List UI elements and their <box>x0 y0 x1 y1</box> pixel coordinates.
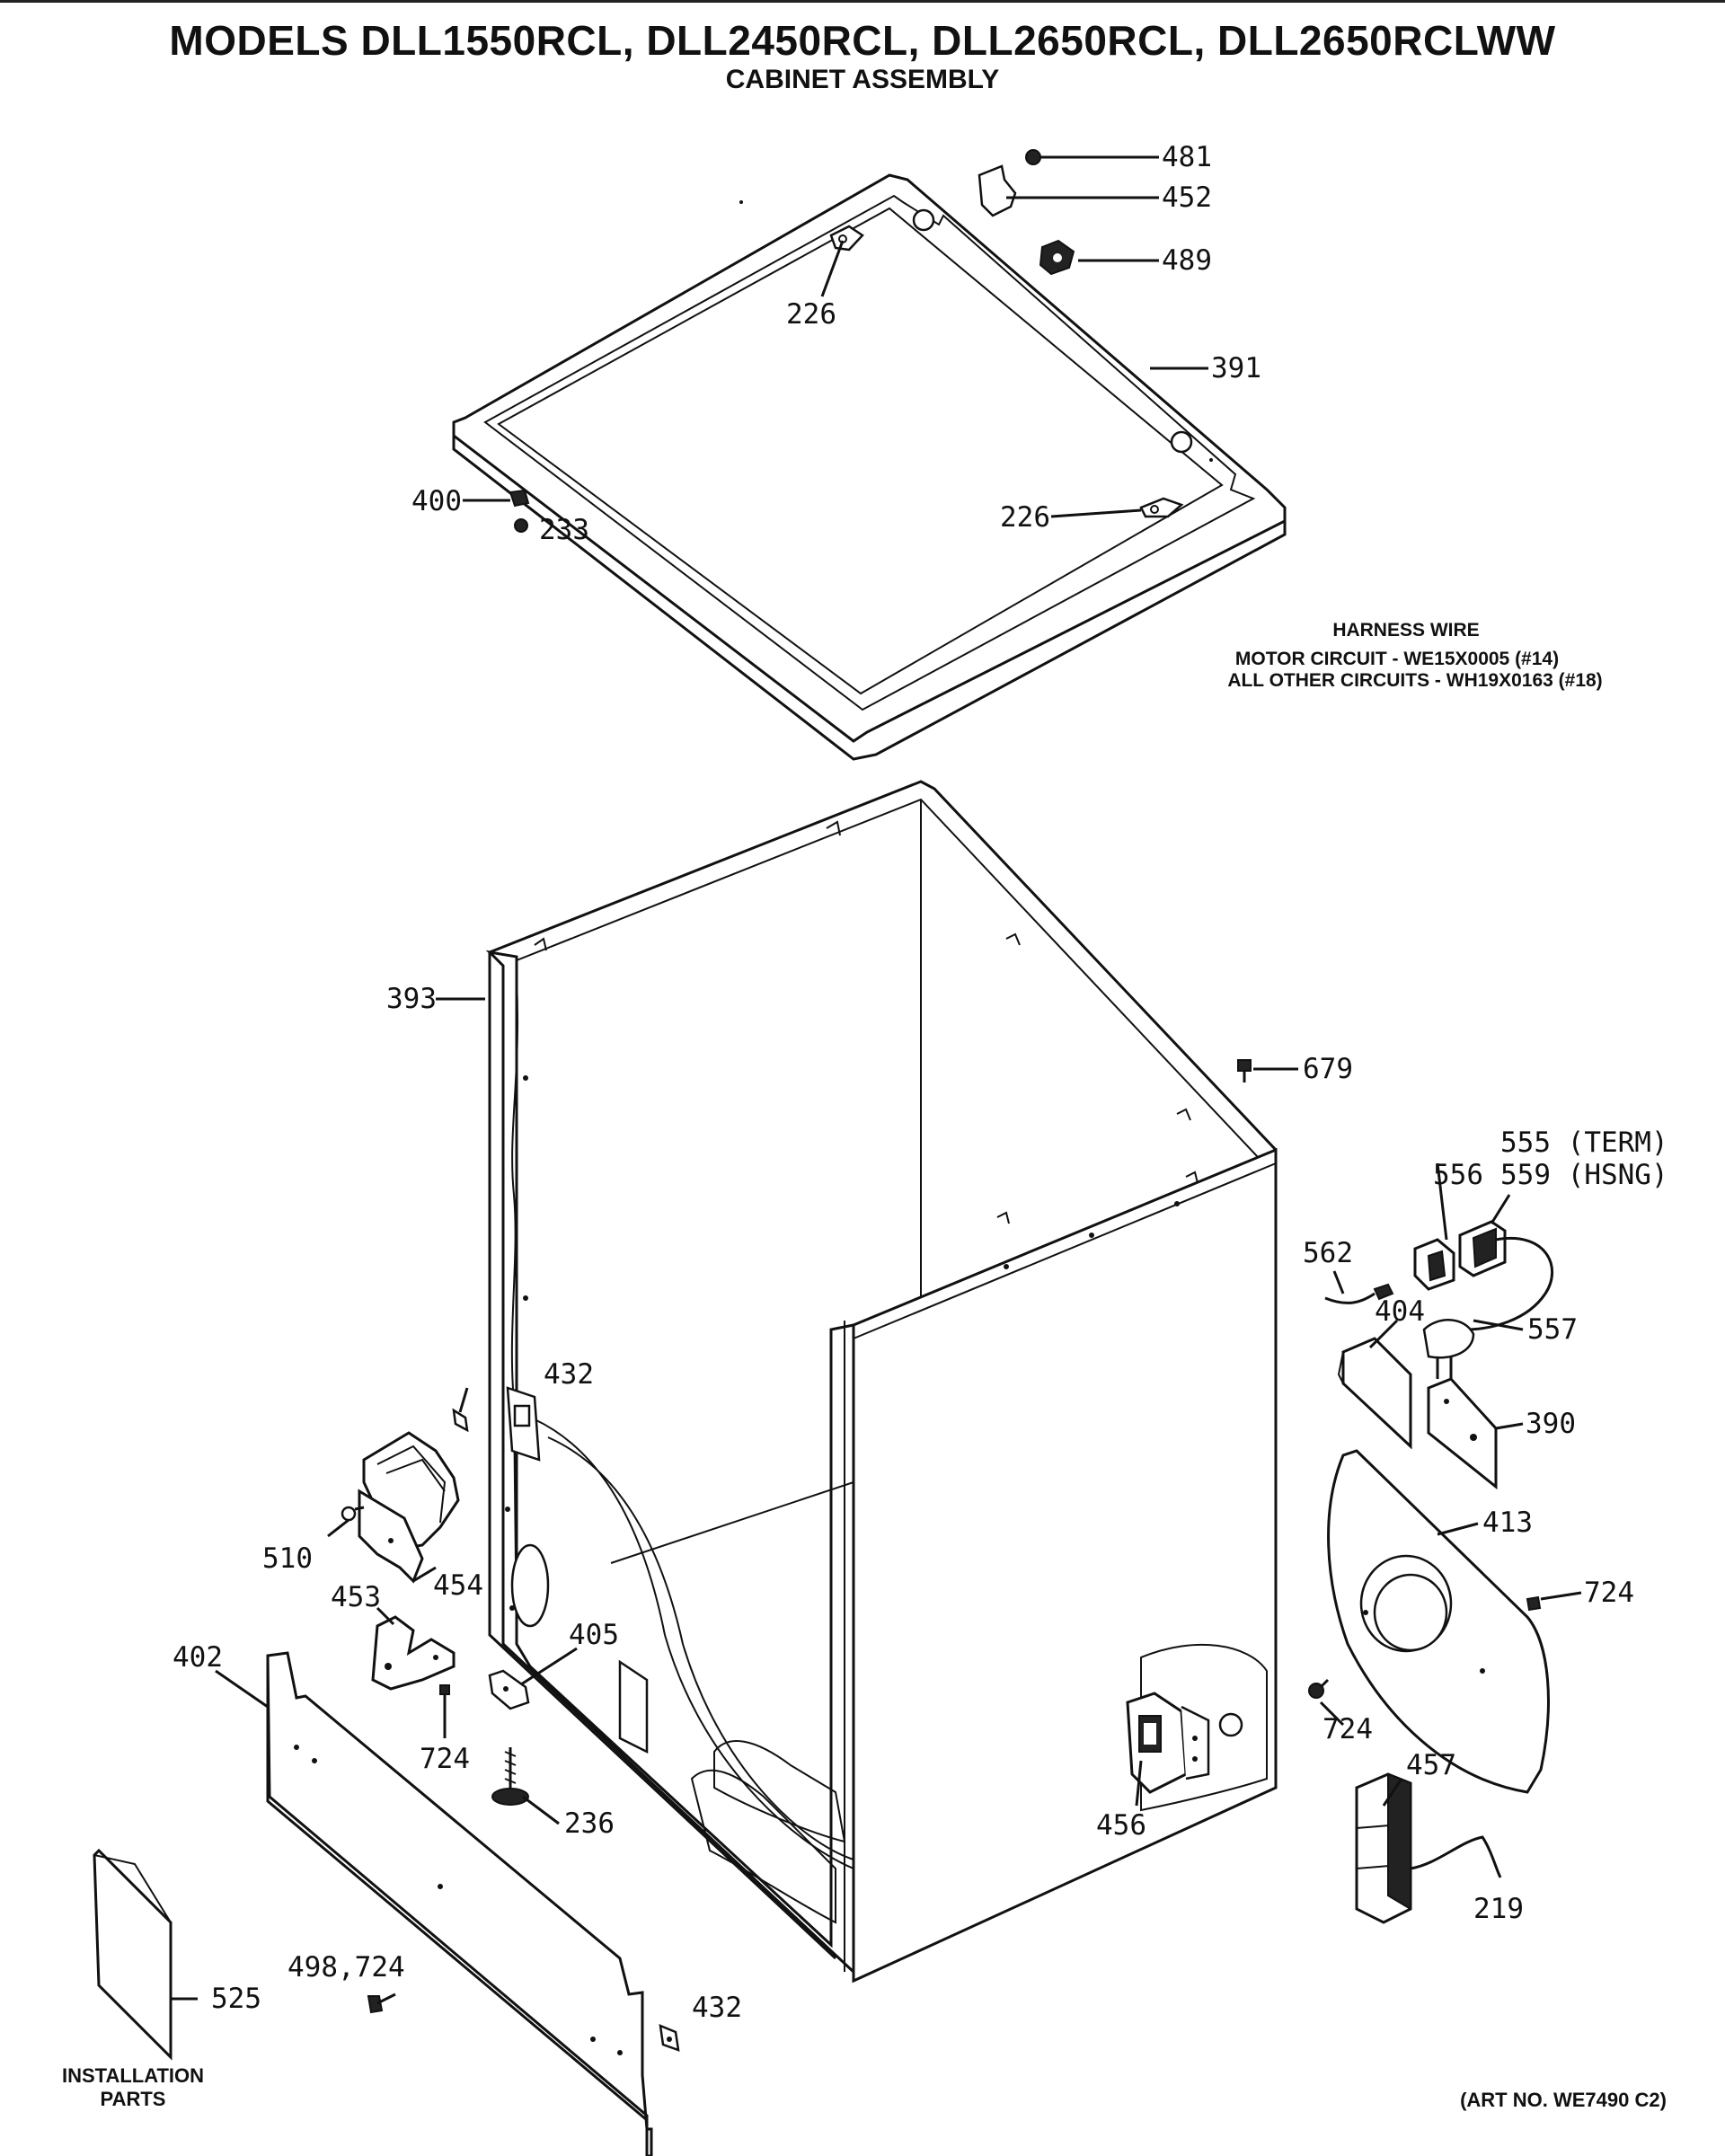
installation-envelope <box>93 1848 198 2061</box>
callout-489: 489 <box>1162 244 1212 277</box>
callout-724-mid: 724 <box>420 1743 470 1775</box>
callout-404: 404 <box>1375 1295 1425 1328</box>
callout-498-724: 498,724 <box>288 1951 405 1984</box>
art-number: (ART NO. WE7490 C2) <box>1460 2089 1667 2111</box>
clip-432-upper <box>452 1408 469 1433</box>
power-cord-557 <box>1422 1237 1554 1379</box>
callout-405: 405 <box>569 1619 619 1651</box>
callout-724-right: 724 <box>1584 1577 1634 1609</box>
wire-562 <box>1324 1283 1394 1304</box>
terminal-block-457 <box>1355 1772 1412 1924</box>
callout-559: 559 (HSNG) <box>1500 1159 1668 1191</box>
callout-391: 391 <box>1211 352 1261 384</box>
callout-457: 457 <box>1406 1749 1456 1781</box>
callout-453: 453 <box>331 1581 381 1613</box>
callout-557: 557 <box>1527 1313 1578 1346</box>
harness-line-2: ALL OTHER CIRCUITS - WH19X0163 (#18) <box>1227 670 1602 691</box>
bracket-405 <box>488 1669 530 1710</box>
harness-wire-note: HARNESS WIRE MOTOR CIRCUIT - WE15X0005 (… <box>1227 620 1602 691</box>
callout-390: 390 <box>1526 1408 1576 1440</box>
rear-panel-413 <box>1327 1449 1550 1794</box>
nut-400 <box>509 489 530 508</box>
screw-679 <box>1237 1059 1252 1082</box>
screw-724-mid <box>439 1684 450 1738</box>
callout-724-lower: 724 <box>1322 1713 1373 1745</box>
callout-labels: 481 452 489 226 391 400 233 226 393 679 … <box>172 141 1668 2024</box>
page-title: MODELS DLL1550RCL, DLL2450RCL, DLL2650RC… <box>169 17 1556 64</box>
hinge-453 <box>371 1615 456 1691</box>
terminal-housing-559 <box>1458 1220 1507 1277</box>
screw-498-724 <box>367 1993 396 2014</box>
harness-heading: HARNESS WIRE <box>1332 620 1479 641</box>
header: MODELS DLL1550RCL, DLL2450RCL, DLL2650RC… <box>0 16 1725 95</box>
callout-226-top: 226 <box>786 298 836 331</box>
clip-432-lower <box>659 2024 680 2052</box>
clip-489 <box>1039 239 1075 276</box>
callout-226-right: 226 <box>1000 501 1050 534</box>
bracket-390 <box>1427 1377 1498 1490</box>
door-latch-assembly-454 <box>358 1431 460 1584</box>
page-subtitle: CABINET ASSEMBLY <box>725 65 1000 94</box>
callout-556: 556 <box>1433 1159 1483 1191</box>
screw-481 <box>1025 149 1051 165</box>
installation-parts-label-2: PARTS <box>101 2088 166 2110</box>
callout-413: 413 <box>1482 1507 1533 1539</box>
kick-panel <box>266 1651 653 2156</box>
top-cover <box>452 173 1287 761</box>
harness-line-1: MOTOR CIRCUIT - WE15X0005 (#14) <box>1235 649 1559 669</box>
callout-452: 452 <box>1162 181 1212 214</box>
page-top-rule <box>0 0 1725 3</box>
callout-510: 510 <box>262 1542 313 1575</box>
callout-432-upper: 432 <box>544 1358 594 1391</box>
callout-679: 679 <box>1303 1053 1353 1085</box>
callout-432-lower: 432 <box>692 1992 742 2024</box>
callout-393: 393 <box>386 983 437 1015</box>
leader-lines <box>215 155 1582 1825</box>
screw-724-right <box>1526 1595 1542 1612</box>
screw-233 <box>514 518 528 533</box>
callout-562: 562 <box>1303 1237 1353 1269</box>
callout-456: 456 <box>1096 1809 1146 1842</box>
callout-555: 555 (TERM) <box>1500 1127 1668 1159</box>
wire-219 <box>1410 1835 1502 1878</box>
leveling-leg-236 <box>491 1747 529 1806</box>
terminal-block-556 <box>1413 1238 1455 1291</box>
cabinet <box>485 780 1278 1984</box>
installation-parts-label-1: INSTALLATION <box>62 2064 204 2087</box>
callout-481: 481 <box>1162 141 1212 173</box>
callout-402: 402 <box>172 1641 223 1674</box>
callout-233: 233 <box>539 514 589 546</box>
plate-404 <box>1337 1337 1412 1450</box>
callout-219: 219 <box>1473 1893 1524 1925</box>
callout-236: 236 <box>564 1807 615 1840</box>
callout-525: 525 <box>211 1983 261 2015</box>
bracket-452 <box>978 164 1017 217</box>
callout-400: 400 <box>411 485 462 517</box>
bracket-456 <box>1126 1692 1210 1794</box>
screw-724-lower <box>1308 1678 1330 1699</box>
callout-454: 454 <box>433 1569 483 1602</box>
